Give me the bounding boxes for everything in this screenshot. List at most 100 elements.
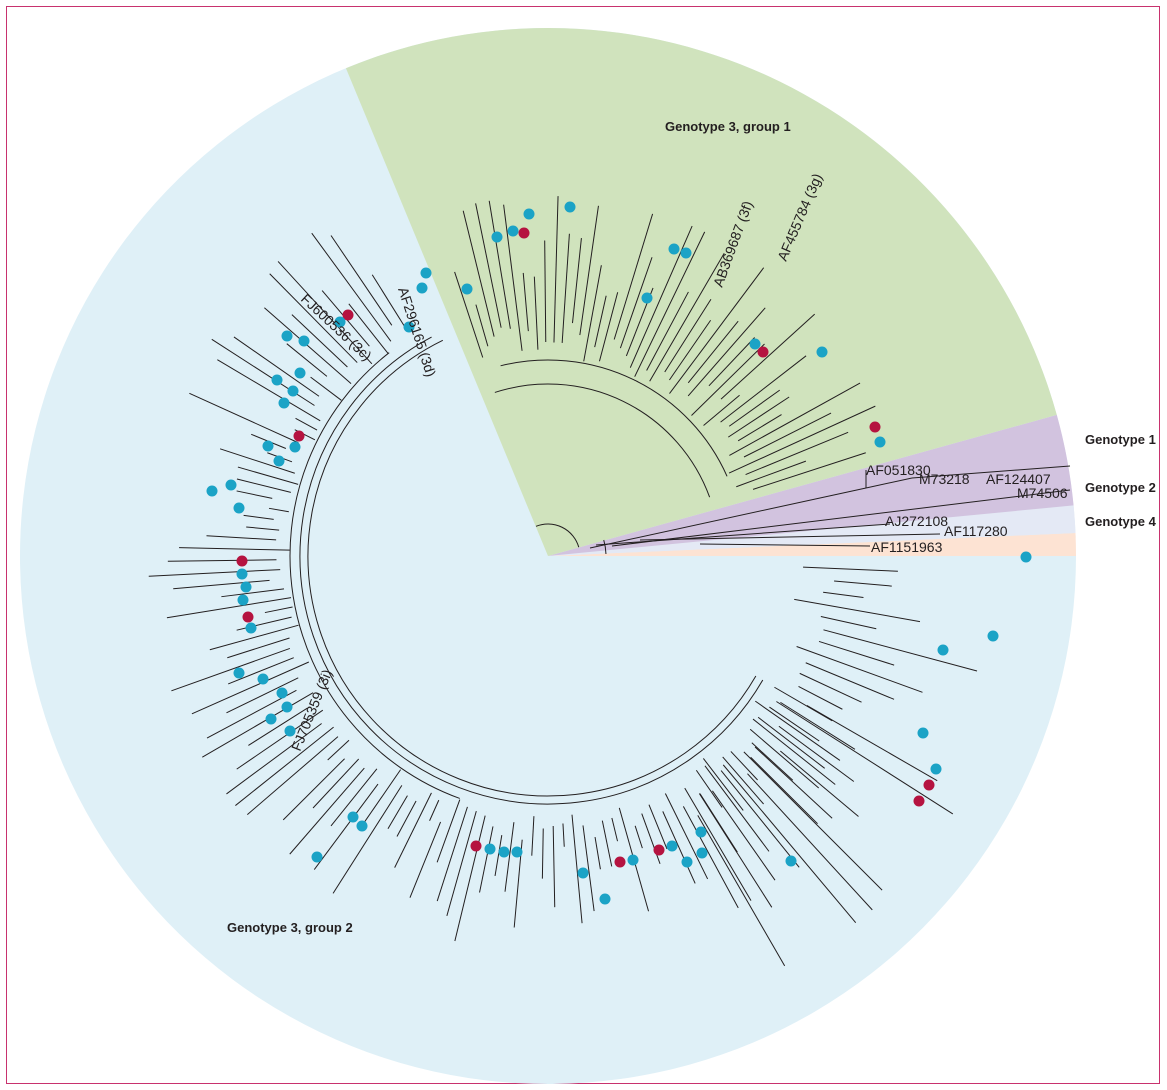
branch (729, 382, 861, 456)
branch (582, 825, 595, 912)
branch (752, 718, 836, 785)
branch (823, 629, 978, 672)
branch (246, 526, 280, 531)
branch (611, 817, 619, 842)
blue-marker (577, 867, 589, 879)
branch (579, 205, 599, 336)
blue-marker (233, 502, 245, 514)
branch (818, 640, 895, 666)
branch (737, 414, 782, 442)
branch (247, 736, 339, 815)
branch (745, 431, 849, 476)
root-arc-outgroups (603, 539, 607, 554)
branch (583, 265, 602, 362)
branch (634, 231, 706, 377)
branch (446, 810, 477, 916)
blue-marker (240, 581, 252, 593)
branch (684, 787, 752, 901)
clade-label-genotype1: Genotype 1 (1085, 432, 1156, 447)
branch (429, 799, 440, 821)
branch (327, 739, 350, 761)
branch (728, 405, 876, 474)
branch (226, 677, 299, 714)
branch (286, 343, 328, 377)
branch (191, 661, 310, 715)
branch (277, 261, 373, 365)
blue-marker (937, 644, 949, 656)
red-marker (470, 840, 482, 852)
blue-marker (785, 855, 797, 867)
blue-marker (491, 231, 503, 243)
blue-marker (334, 316, 346, 328)
branch (720, 770, 800, 868)
red-marker (869, 421, 881, 433)
blue-marker (816, 346, 828, 358)
branch (310, 376, 342, 401)
branch (750, 756, 818, 825)
blue-marker (523, 208, 535, 220)
backbone-arc-group2-inner (299, 336, 764, 805)
blue-marker (262, 440, 274, 452)
ref-label-m73218: M73218 (919, 471, 970, 487)
blue-marker (668, 243, 680, 255)
branch (394, 792, 432, 868)
branch (387, 795, 408, 830)
branch (202, 692, 314, 758)
branch (553, 196, 559, 343)
blue-marker (294, 367, 306, 379)
branch (264, 606, 293, 614)
branch (289, 767, 365, 855)
branch (669, 319, 712, 381)
branch (780, 750, 859, 817)
branch (699, 793, 738, 853)
blue-marker (257, 673, 269, 685)
clade-label-genotype3-group1: Genotype 3, group 1 (665, 119, 791, 134)
blue-marker (498, 846, 510, 858)
branch (728, 389, 781, 427)
branch (396, 800, 417, 837)
branch (571, 238, 582, 324)
branch (796, 646, 923, 693)
blue-marker (696, 847, 708, 859)
blue-marker (233, 667, 245, 679)
red-marker (342, 309, 354, 321)
red-marker (236, 555, 248, 567)
blue-marker (273, 455, 285, 467)
branch (803, 566, 898, 572)
ref-label-m74506: M74506 (1017, 485, 1068, 501)
branch (708, 337, 755, 387)
branch (243, 514, 274, 520)
sector-genotype4 (548, 532, 1076, 556)
blue-marker (281, 701, 293, 713)
branch (619, 257, 653, 349)
branch (236, 490, 273, 499)
branch (236, 478, 291, 493)
ref-label-af124407: AF124407 (986, 471, 1051, 487)
branch (648, 804, 668, 850)
blue-marker (236, 568, 248, 580)
branch (562, 823, 565, 847)
branch (522, 272, 529, 332)
branch (774, 686, 833, 722)
branch (221, 588, 285, 598)
branch (669, 267, 765, 394)
branch (695, 769, 723, 808)
branch (533, 276, 539, 350)
branch (754, 746, 833, 819)
branch (704, 765, 770, 852)
branch (541, 828, 544, 879)
blue-marker (511, 846, 523, 858)
branch-genotype1 (589, 487, 867, 549)
tree-branches (148, 196, 1071, 967)
ref-label-af1151963: AF1151963 (871, 539, 943, 555)
branch (348, 303, 389, 354)
blue-marker (347, 811, 359, 823)
branch (594, 837, 601, 870)
branch (720, 313, 816, 400)
branch (798, 685, 843, 710)
branch (776, 701, 954, 815)
branch (235, 726, 334, 806)
blue-marker (278, 397, 290, 409)
blue-marker (461, 283, 473, 295)
blue-marker (666, 840, 678, 852)
